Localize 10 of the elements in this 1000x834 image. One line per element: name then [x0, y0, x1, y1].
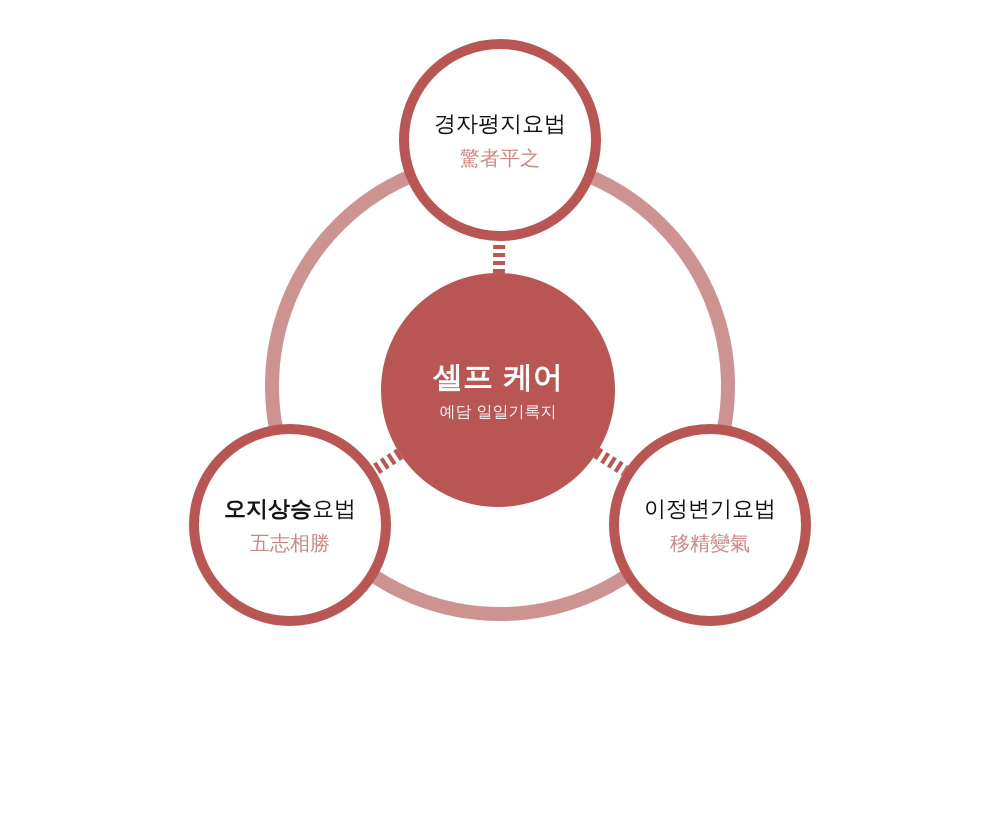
hanja-name: 驚者平之 [460, 144, 540, 172]
hub-subtitle: 예담 일일기록지 [439, 402, 557, 423]
hanja-name: 五志相勝 [250, 530, 330, 556]
method-name: 경자평지요법 [434, 110, 566, 138]
dashed-connector [371, 448, 404, 476]
method-name: 이정변기요법 [644, 496, 776, 524]
dashed-connector [593, 448, 628, 476]
hub-title: 셀프 케어 [432, 359, 564, 397]
method-name: 오지상승요법 [224, 496, 356, 524]
hanja-name: 移精變氣 [670, 530, 750, 556]
